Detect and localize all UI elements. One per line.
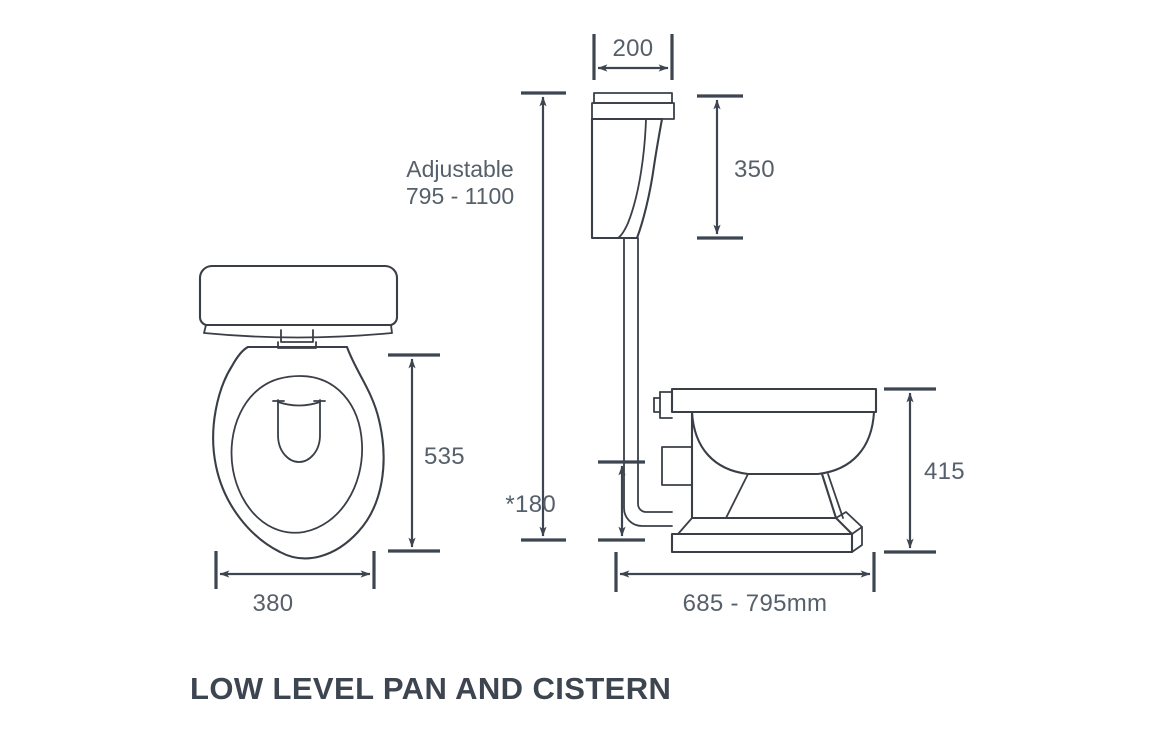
- pan-base: [670, 511, 863, 554]
- side-elevation-view: 200 350 Adjustable 795 - 1100: [406, 34, 965, 617]
- seat-ring-plan: [230, 375, 363, 534]
- dimension-label-cistern-width: 200: [613, 35, 654, 62]
- dimension-waste-height-180: *180: [505, 460, 645, 542]
- dimension-cistern-height-350: 350: [697, 94, 775, 240]
- dimension-pan-height-415: 415: [884, 387, 965, 554]
- dimension-adjustable-height: Adjustable 795 - 1100: [406, 91, 566, 542]
- waste-outlet: [661, 446, 693, 486]
- dimension-label-cistern-height: 350: [734, 156, 775, 183]
- cistern-plan: [198, 264, 399, 339]
- dimension-label-adjustable-line2: 795 - 1100: [406, 183, 514, 209]
- pan-outline-plan: [212, 345, 385, 560]
- dimension-label-pan-width: 380: [253, 590, 294, 617]
- dimension-label-adjustable-line1: Adjustable: [406, 156, 513, 182]
- dimension-label-pan-height: 415: [924, 458, 965, 485]
- dimension-cistern-width-200: 200: [592, 34, 674, 80]
- pan-rim: [653, 387, 878, 419]
- water-spot-plan: [272, 399, 326, 463]
- drawing-title: LOW LEVEL PAN AND CISTERN: [190, 671, 671, 706]
- dimension-pan-depth-535: 535: [388, 353, 465, 553]
- flush-pipe: [623, 237, 673, 527]
- dimension-label-pan-projection: 685 - 795mm: [683, 590, 828, 617]
- pan-pedestal: [690, 410, 844, 520]
- dimension-label-waste-height: *180: [505, 491, 556, 518]
- plan-view: 535 380: [198, 264, 465, 617]
- dimension-label-pan-depth: 535: [424, 443, 465, 470]
- pan-bowl: [690, 410, 876, 476]
- dimension-pan-width-380: 380: [214, 551, 376, 617]
- dimension-pan-projection: 685 - 795mm: [614, 552, 876, 617]
- cistern-lid: [591, 92, 675, 120]
- cistern-elevation: [590, 117, 664, 240]
- seat-hinge-connector: [277, 329, 317, 349]
